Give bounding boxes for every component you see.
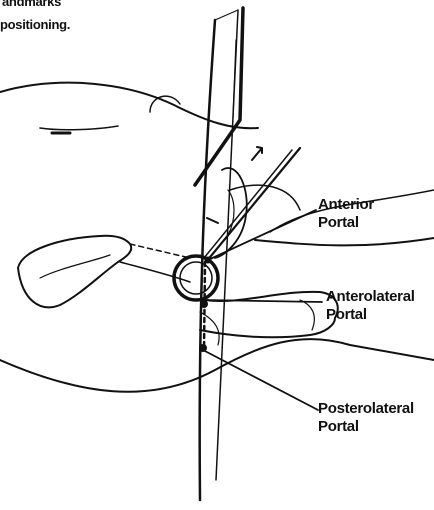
anterior-portal-dot: [205, 257, 212, 264]
anterior-portal-label-line1: Anterior: [318, 196, 374, 214]
caption-line-2: positioning.: [0, 14, 70, 36]
anterolateral-portal-label: Anterolateral Portal: [326, 288, 415, 324]
body-outline-lower: [0, 339, 434, 392]
reference-line-connector: [215, 10, 238, 20]
posterolateral-portal-dot: [199, 344, 207, 352]
guide-instrument: [195, 8, 243, 185]
body-outline-gluteal: [150, 96, 180, 112]
body-outline-upper: [0, 83, 258, 129]
caption-line-1: andmarks: [2, 0, 61, 13]
posterolateral-portal-label-line2: Portal: [318, 418, 414, 436]
anterior-portal-label: Anterior Portal: [318, 196, 374, 232]
pelvis-inner: [40, 255, 110, 278]
thigh-outline-upper: [255, 238, 434, 245]
anterior-portal-label-line2: Portal: [318, 214, 374, 232]
femur-condyle: [300, 300, 314, 330]
femoral-head-inner: [180, 262, 212, 294]
pelvis-outline: [18, 236, 131, 307]
arrow-upper: [252, 147, 262, 160]
skin-crease: [40, 126, 118, 130]
guide-instrument-inner: [233, 40, 236, 118]
posterolateral-portal-label-line1: Posterolateral: [318, 400, 414, 418]
anterior-leader-line: [208, 210, 316, 260]
anterolateral-portal-dot: [200, 300, 208, 308]
pelvis-line: [130, 244, 190, 258]
anterolateral-portal-label-line2: Portal: [326, 306, 415, 324]
posterolateral-portal-label: Posterolateral Portal: [318, 400, 414, 436]
anterolateral-portal-label-line1: Anterolateral: [326, 288, 415, 306]
femur-inner-line: [200, 312, 219, 345]
anterior-needle-1: [206, 148, 300, 262]
arrow-middle: [207, 218, 218, 223]
